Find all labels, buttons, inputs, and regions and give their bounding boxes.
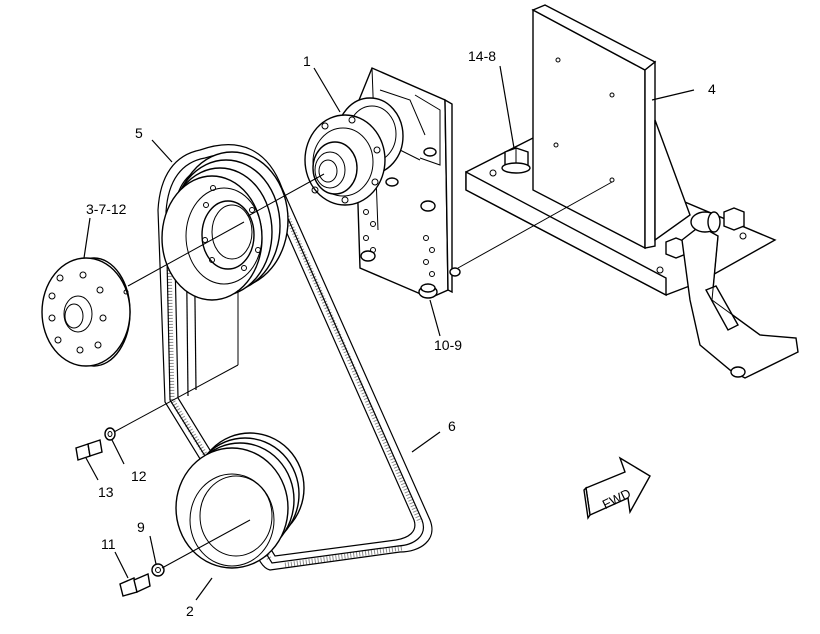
callout-6: 6 — [448, 418, 456, 434]
callout-leaders — [83, 65, 695, 601]
bearing-housing — [304, 67, 461, 299]
bolt-11 — [119, 573, 151, 597]
callout-14-8: 14-8 — [468, 48, 496, 64]
washer-12 — [104, 427, 116, 441]
fwd-arrow-icon: FWD — [583, 456, 651, 520]
upper-pulley — [161, 151, 289, 301]
callout-3-7-12: 3-7-12 — [86, 201, 127, 217]
tensioner-arm — [681, 211, 799, 379]
callout-labels: 1 5 3-7-12 4 14-8 10-9 6 12 13 9 11 2 — [86, 48, 716, 619]
callout-5: 5 — [135, 125, 143, 141]
washer-9 — [151, 563, 165, 577]
bolt-13 — [75, 439, 103, 461]
callout-12: 12 — [131, 468, 147, 484]
callout-10-9: 10-9 — [434, 337, 462, 353]
bolt-10-9 — [418, 283, 438, 299]
mounting-bracket — [465, 4, 777, 297]
callout-13: 13 — [98, 484, 114, 500]
bolt-14-8 — [501, 147, 531, 174]
callout-4: 4 — [708, 81, 716, 97]
drive-hub — [41, 257, 131, 367]
callout-2: 2 — [186, 603, 194, 619]
callout-11: 11 — [101, 536, 116, 552]
callout-1: 1 — [303, 53, 311, 69]
callout-9: 9 — [137, 519, 145, 535]
lower-pulley — [175, 432, 305, 569]
assembly-lines — [113, 173, 613, 569]
